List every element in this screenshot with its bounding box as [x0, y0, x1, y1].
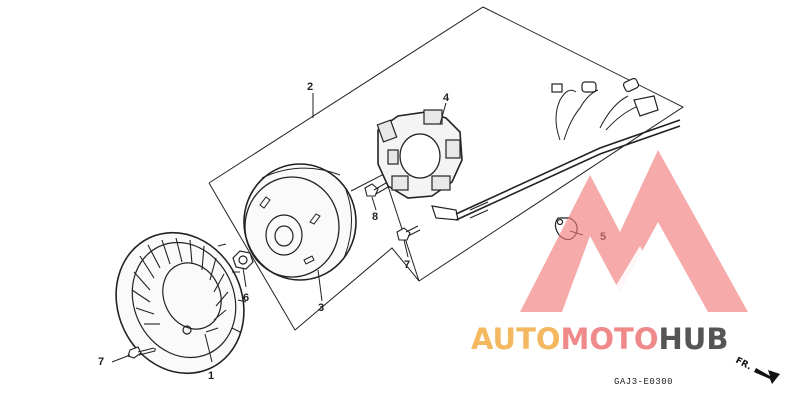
- stator-part: [376, 77, 681, 221]
- flywheel-nut-part: [232, 250, 254, 270]
- watermark-hub: HUB: [659, 322, 729, 356]
- leader-lines: [111, 93, 584, 363]
- watermark-auto: AUTO: [471, 322, 561, 356]
- svg-text:AUTOMOTOHUB: AUTOMOTOHUB: [471, 322, 728, 356]
- callout-2: 2: [307, 81, 313, 93]
- callout-8: 8: [372, 211, 378, 223]
- stator-bolt-part: [364, 182, 389, 197]
- watermark-text: AUTOMOTOHUB: [471, 322, 728, 356]
- watermark-logo: [520, 150, 748, 312]
- callout-6: 6: [243, 292, 249, 304]
- callout-4: 4: [443, 92, 450, 104]
- fan-bolt-part: [127, 346, 156, 359]
- front-arrow-icon: [754, 368, 780, 384]
- callout-7-right: 7: [404, 259, 410, 271]
- stator-screw-part: [396, 225, 421, 241]
- cooling-fan-part: [115, 231, 247, 375]
- callout-3: 3: [318, 302, 324, 314]
- callout-1: 1: [208, 370, 214, 382]
- front-direction-indicator: FR.: [734, 356, 780, 384]
- flywheel-part: [243, 163, 357, 281]
- diagram-code: GAJ3-E0300: [614, 377, 673, 387]
- front-label: FR.: [734, 356, 753, 373]
- watermark-moto: MOTO: [561, 322, 659, 356]
- callout-7-left: 7: [98, 356, 104, 368]
